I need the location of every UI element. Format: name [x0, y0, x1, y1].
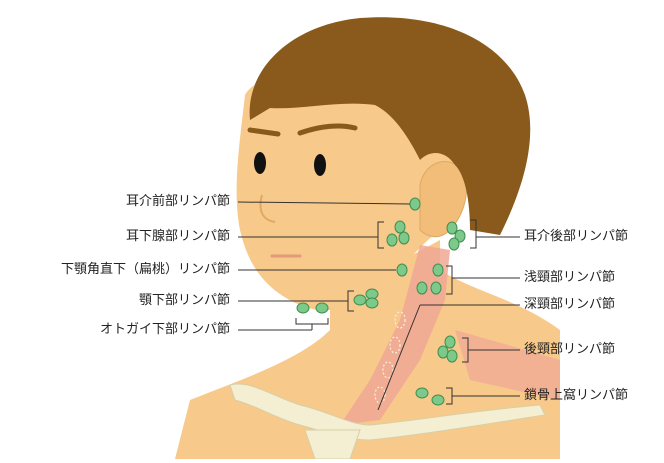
- node-supraclavicular-1: [416, 388, 428, 398]
- label-submental: オトガイ下部リンパ節: [100, 322, 230, 338]
- label-superficial-cervical: 浅頸部リンパ節: [524, 270, 615, 286]
- label-postauricular: 耳介後部リンパ節: [524, 229, 628, 245]
- label-jugulodigastric: 下顎角直下（扁桃）リンパ節: [61, 262, 230, 278]
- node-superficial-1: [433, 264, 443, 276]
- ear: [420, 162, 467, 237]
- node-parotid-2: [399, 232, 409, 244]
- eye-right: [314, 154, 326, 176]
- node-submental-1: [297, 303, 309, 313]
- node-posterior-3: [447, 350, 457, 362]
- node-posterior-1: [445, 336, 455, 348]
- node-parotid-1: [387, 234, 397, 246]
- node-submandibular-3: [366, 298, 378, 308]
- label-deep-cervical: 深頸部リンパ節: [524, 297, 615, 313]
- label-parotid: 耳下腺部リンパ節: [126, 229, 230, 245]
- node-preauricular: [410, 198, 420, 210]
- node-posterior-2: [438, 346, 448, 358]
- node-submandibular-1: [354, 295, 366, 305]
- sternum: [305, 430, 360, 459]
- label-submandibular: 顎下部リンパ節: [139, 293, 230, 309]
- node-superficial-2: [417, 282, 427, 294]
- node-submental-2: [316, 303, 328, 313]
- node-postauricular-3: [449, 238, 459, 250]
- label-supraclavicular: 鎖骨上窩リンパ節: [524, 388, 628, 404]
- node-superficial-3: [431, 282, 441, 294]
- label-posterior-cervical: 後頸部リンパ節: [524, 342, 615, 358]
- eye-left: [254, 152, 266, 174]
- label-preauricular: 耳介前部リンパ節: [126, 194, 230, 210]
- node-postauricular-1: [447, 222, 457, 234]
- node-jugulodigastric: [397, 264, 407, 276]
- node-supraclavicular-2: [432, 395, 444, 405]
- node-parotid-3: [395, 221, 405, 233]
